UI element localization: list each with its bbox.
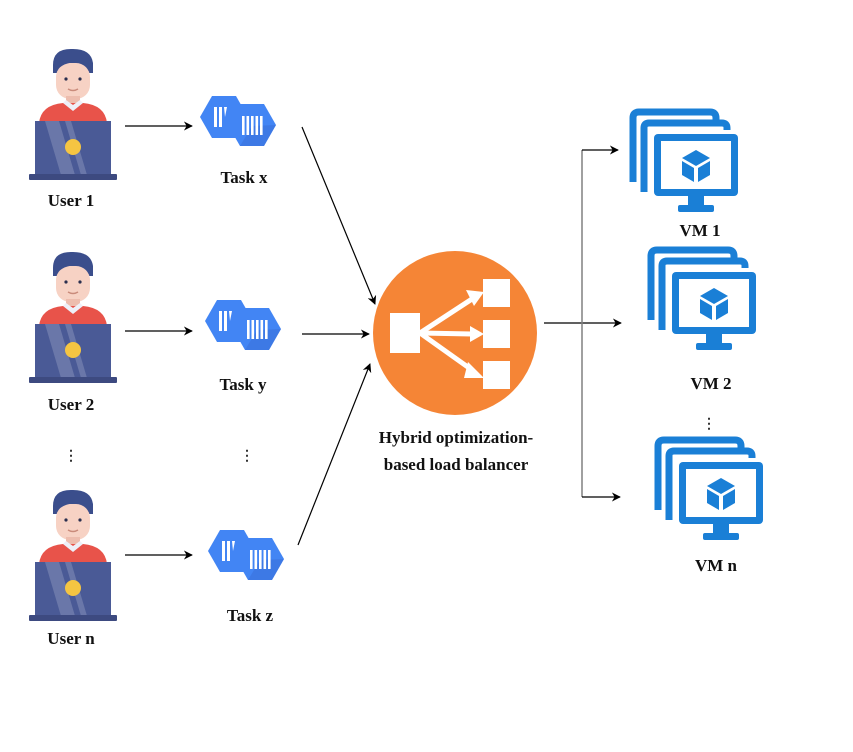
load-balancer-label-line1: Hybrid optimization- bbox=[379, 428, 534, 447]
virtual-machine-monitor-icon bbox=[658, 440, 763, 540]
vm-n-label: VM n bbox=[695, 556, 738, 575]
task-y[interactable]: Task y bbox=[205, 300, 281, 394]
load-balancer-icon bbox=[373, 251, 537, 415]
task-x[interactable]: Task x bbox=[200, 96, 276, 187]
task-queue-hexagon-icon bbox=[200, 96, 276, 146]
virtual-machine-monitor-icon bbox=[651, 250, 756, 350]
task-x-label: Task x bbox=[220, 168, 268, 187]
user-2[interactable]: User 2 bbox=[28, 251, 118, 414]
user-1[interactable]: User 1 bbox=[28, 48, 118, 210]
load-balancer-label-line2: based load balancer bbox=[384, 455, 529, 474]
load-balancer[interactable]: Hybrid optimization- based load balancer bbox=[373, 251, 537, 474]
vm-2-label: VM 2 bbox=[690, 374, 731, 393]
task-queue-hexagon-icon bbox=[205, 300, 281, 350]
arrow-taskx-to-lb bbox=[301, 126, 377, 305]
user-1-label: User 1 bbox=[48, 191, 94, 210]
vm-n[interactable]: VM n bbox=[658, 440, 763, 575]
task-z-label: Task z bbox=[227, 606, 274, 625]
task-queue-hexagon-icon bbox=[208, 530, 284, 580]
vm-2[interactable]: VM 2 bbox=[651, 250, 756, 393]
user-with-laptop-icon bbox=[28, 251, 118, 384]
task-z[interactable]: Task z bbox=[208, 530, 284, 625]
users-ellipsis: ⋮ bbox=[64, 449, 78, 464]
arrow-taskz-to-lb bbox=[297, 363, 372, 546]
vm-1-label: VM 1 bbox=[679, 221, 720, 240]
user-n-label: User n bbox=[47, 629, 95, 648]
user-with-laptop-icon bbox=[28, 489, 118, 622]
task-y-label: Task y bbox=[219, 375, 267, 394]
virtual-machine-monitor-icon bbox=[633, 112, 738, 212]
user-n[interactable]: User n bbox=[28, 489, 118, 648]
vms-ellipsis: ⋮ bbox=[702, 417, 716, 432]
user-2-label: User 2 bbox=[48, 395, 94, 414]
tasks-ellipsis: ⋮ bbox=[240, 449, 254, 464]
user-with-laptop-icon bbox=[28, 48, 118, 181]
vm-1[interactable]: VM 1 bbox=[633, 112, 738, 240]
